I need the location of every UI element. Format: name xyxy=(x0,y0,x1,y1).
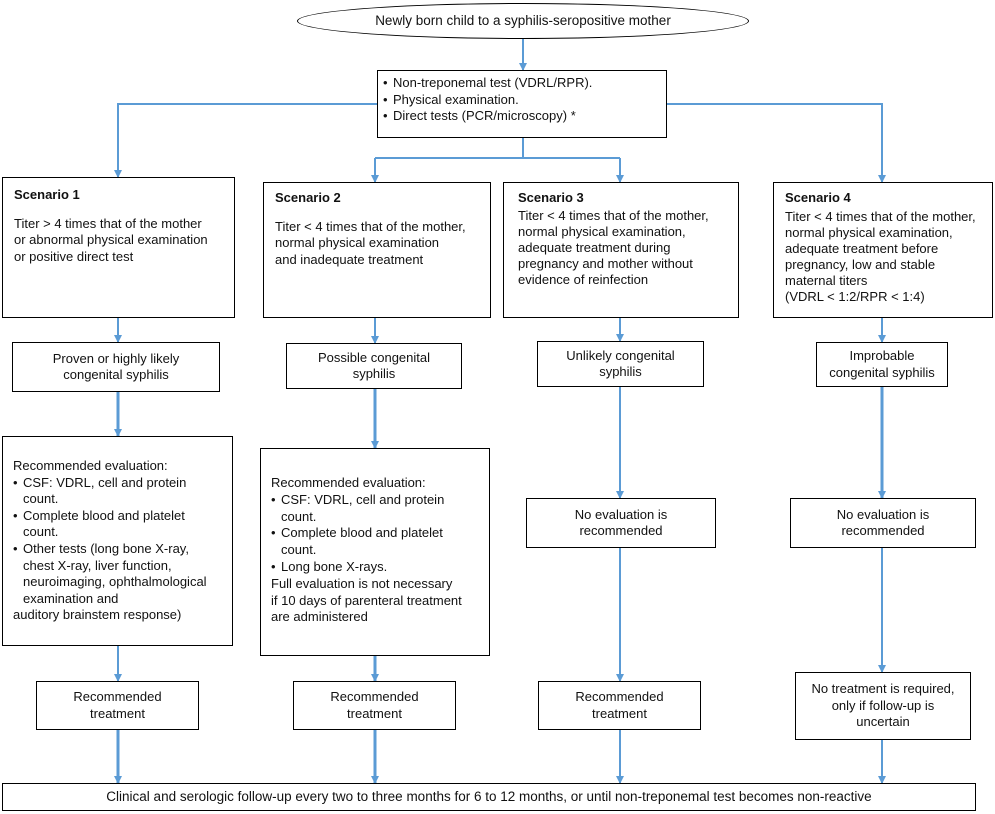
evaluation-1-item: CSF: VDRL, cell and protein count. xyxy=(13,475,224,508)
diagnosis-4-line: congenital syphilis xyxy=(829,364,935,380)
scenario-4-criteria-line: Titer < 4 times that of the mother, xyxy=(785,209,976,224)
evaluation-3-line: recommended xyxy=(579,523,663,538)
diagnosis-3-box: Unlikely congenital syphilis xyxy=(537,341,704,387)
evaluation-1-item: Complete blood and platelet count. xyxy=(13,508,224,541)
followup-box: Clinical and serologic follow-up every t… xyxy=(2,783,976,811)
scenario-1-criteria-line: Titer > 4 times that of the mother xyxy=(14,215,202,231)
evaluation-2-list: CSF: VDRL, cell and protein count. Compl… xyxy=(271,492,483,576)
outcome-2-line: Recommended xyxy=(330,689,419,704)
outcome-3-box: Recommended treatment xyxy=(538,681,701,730)
evaluation-1-item-line: count. xyxy=(23,491,59,507)
outcome-3-line: Recommended xyxy=(575,689,664,704)
scenario-2-criteria-line: normal physical examination xyxy=(275,235,440,250)
evaluation-1-item-line: count. xyxy=(23,524,59,540)
scenario-2-title: Scenario 2 xyxy=(275,190,341,205)
initial-tests-list: Non-treponemal test (VDRL/RPR). Physical… xyxy=(383,75,661,125)
scenario-4-box: Scenario 4 Titer < 4 times that of the m… xyxy=(773,182,993,318)
evaluation-4-line: No evaluation is xyxy=(836,506,930,522)
evaluation-2-box: Recommended evaluation: CSF: VDRL, cell … xyxy=(260,448,490,656)
diagnosis-4-line: Improbable xyxy=(849,348,915,363)
connector-tests-to-scenario-2 xyxy=(375,157,620,182)
scenario-2-criteria-line: and inadequate treatment xyxy=(275,251,424,267)
scenario-4-criteria-line: (VDRL < 1:2/RPR < 1:4) xyxy=(785,289,925,304)
evaluation-1-item-line: CSF: VDRL, cell and protein xyxy=(23,474,187,490)
root-label: Newly born child to a syphilis-seroposit… xyxy=(375,12,671,28)
scenario-4-title: Scenario 4 xyxy=(785,190,851,205)
evaluation-1-list: CSF: VDRL, cell and protein count. Compl… xyxy=(13,475,224,608)
evaluation-1-box: Recommended evaluation: CSF: VDRL, cell … xyxy=(2,436,233,646)
outcome-1-line: Recommended xyxy=(73,689,162,704)
followup-label: Clinical and serologic follow-up every t… xyxy=(106,788,872,804)
diagnosis-1-box: Proven or highly likely congenital syphi… xyxy=(12,342,220,392)
connector-tests-to-scenario-4 xyxy=(667,103,886,183)
diagnosis-3-line: syphilis xyxy=(599,364,642,379)
scenario-2-box: Scenario 2 Titer < 4 times that of the m… xyxy=(263,182,491,318)
diagnosis-4-box: Improbable congenital syphilis xyxy=(816,342,948,387)
evaluation-2-extra-line: Full evaluation is not necessary xyxy=(271,575,453,591)
evaluation-2-item-line: count. xyxy=(281,508,317,524)
evaluation-2-extra-line: if 10 days of parenteral treatment xyxy=(271,592,462,608)
scenario-1-box: Scenario 1 Titer > 4 times that of the m… xyxy=(2,177,235,318)
diagnosis-2-line: syphilis xyxy=(352,366,396,381)
evaluation-2-item-line: Complete blood and platelet xyxy=(281,525,443,541)
evaluation-2-heading: Recommended evaluation: xyxy=(271,475,426,490)
test-item: Physical examination. xyxy=(383,92,661,109)
scenario-3-criteria-line: normal physical examination, xyxy=(518,224,686,239)
scenario-4-criteria-line: pregnancy, low and stable xyxy=(785,257,936,272)
diagnosis-1-line: congenital syphilis xyxy=(63,367,169,382)
outcome-3-line: treatment xyxy=(592,705,647,721)
scenario-4-criteria-line: maternal titers xyxy=(785,273,868,288)
evaluation-4-box: No evaluation is recommended xyxy=(790,498,976,548)
scenario-1-criteria-line: or positive direct test xyxy=(14,248,134,264)
evaluation-2-extra-line: are administered xyxy=(271,609,368,625)
evaluation-2-item: CSF: VDRL, cell and protein count. xyxy=(271,492,483,526)
scenario-4-criteria-line: normal physical examination, xyxy=(785,225,953,240)
diagnosis-2-box: Possible congenital syphilis xyxy=(286,343,462,389)
scenario-3-criteria-line: Titer < 4 times that of the mother, xyxy=(518,208,709,223)
diagnosis-1-line: Proven or highly likely xyxy=(52,350,180,366)
evaluation-2-item-line: CSF: VDRL, cell and protein xyxy=(281,491,445,507)
evaluation-2-item: Long bone X-rays. xyxy=(271,559,483,576)
scenario-1-title: Scenario 1 xyxy=(14,187,80,202)
outcome-1-line: treatment xyxy=(90,705,145,721)
test-item: Non-treponemal test (VDRL/RPR). xyxy=(383,75,661,92)
scenario-4-criteria-line: adequate treatment before xyxy=(785,241,939,256)
evaluation-1-heading: Recommended evaluation: xyxy=(13,458,168,473)
evaluation-1-item-line: Complete blood and platelet xyxy=(23,507,185,523)
evaluation-2-item-line: count. xyxy=(281,542,317,558)
evaluation-4-line: recommended xyxy=(841,523,925,538)
outcome-4-line: uncertain xyxy=(856,714,910,730)
evaluation-1-item-line: Other tests (long bone X-ray, xyxy=(23,540,189,556)
outcome-4-line: only if follow-up is xyxy=(831,697,935,713)
scenario-3-criteria-line: pregnancy and mother without xyxy=(518,256,693,271)
connector-tests-to-scenario-1 xyxy=(114,103,377,178)
diagnosis-3-line: Unlikely congenital xyxy=(566,347,675,363)
outcome-4-line: No treatment is required, xyxy=(811,681,955,697)
root-node: Newly born child to a syphilis-seroposit… xyxy=(297,3,749,39)
evaluation-1-item-line: chest X-ray, liver function, xyxy=(23,557,172,573)
scenario-2-criteria-line: Titer < 4 times that of the mother, xyxy=(275,218,466,234)
evaluation-1-extra-line: auditory brainstem response) xyxy=(13,607,182,623)
outcome-2-box: Recommended treatment xyxy=(293,681,456,730)
evaluation-1-item: Other tests (long bone X-ray, chest X-ra… xyxy=(13,541,224,607)
evaluation-2-item: Complete blood and platelet count. xyxy=(271,525,483,559)
scenario-3-title: Scenario 3 xyxy=(518,190,584,205)
evaluation-1-item-line: neuroimaging, ophthalmological xyxy=(23,574,207,590)
evaluation-2-item-line: Long bone X-rays. xyxy=(281,558,388,574)
scenario-3-criteria-line: adequate treatment during xyxy=(518,240,671,255)
evaluation-3-box: No evaluation is recommended xyxy=(526,498,716,548)
scenario-3-box: Scenario 3 Titer < 4 times that of the m… xyxy=(503,182,739,318)
outcome-2-line: treatment xyxy=(347,705,402,721)
outcome-1-box: Recommended treatment xyxy=(36,681,199,730)
initial-tests-box: Non-treponemal test (VDRL/RPR). Physical… xyxy=(377,70,667,138)
evaluation-3-line: No evaluation is xyxy=(574,506,668,522)
scenario-3-criteria-line: evidence of reinfection xyxy=(518,272,649,287)
test-item: Direct tests (PCR/microscopy) * xyxy=(383,108,661,125)
outcome-4-box: No treatment is required, only if follow… xyxy=(795,672,971,740)
evaluation-1-item-line: examination and xyxy=(23,590,119,606)
scenario-1-criteria-line: or abnormal physical examination xyxy=(14,232,208,247)
diagnosis-2-line: Possible congenital xyxy=(317,349,431,365)
